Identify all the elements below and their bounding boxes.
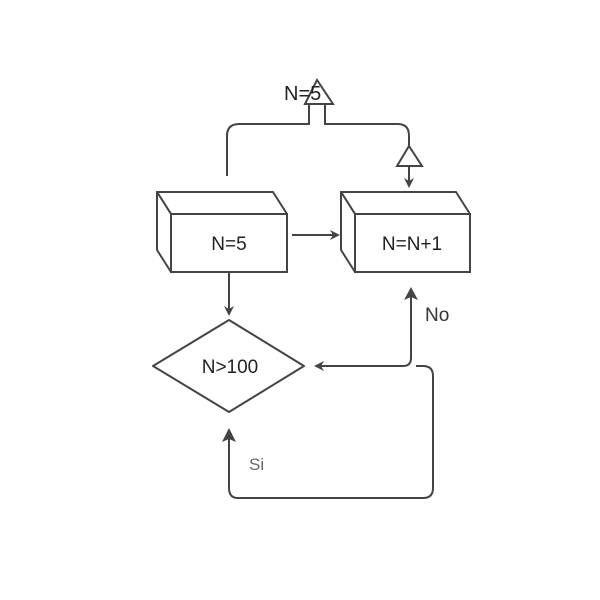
top-loop-left-line — [226, 104, 310, 176]
no-branch: No — [314, 287, 449, 371]
increment-node[interactable]: N=N+1 — [340, 191, 471, 273]
no-branch-line — [314, 296, 412, 371]
top-label: N=5 — [284, 83, 321, 105]
no-label: No — [425, 305, 449, 326]
si-branch-up-arrowhead-icon — [222, 428, 236, 442]
increment-node-label: N=N+1 — [382, 234, 442, 255]
increment-node-top-face — [340, 191, 471, 215]
si-branch: Si — [222, 365, 434, 499]
si-branch-line — [228, 365, 434, 499]
right-hollow-triangle-icon — [395, 144, 424, 167]
init-node-top-face — [156, 191, 288, 215]
increment-node-front-face — [354, 213, 471, 273]
top-loop-right-line — [324, 104, 410, 146]
condition-node-label: N>100 — [202, 357, 259, 378]
top-hollow-triangle-icon — [303, 78, 335, 105]
init-node-label: N=5 — [211, 234, 246, 255]
init-node[interactable]: N=5 — [156, 191, 288, 273]
si-label: Si — [249, 455, 264, 474]
no-branch-up-arrowhead-icon — [404, 287, 418, 300]
top-loop-connector: N=5 — [226, 78, 424, 188]
condition-node[interactable]: N>100 — [152, 319, 305, 413]
condition-node-diamond — [152, 319, 305, 413]
